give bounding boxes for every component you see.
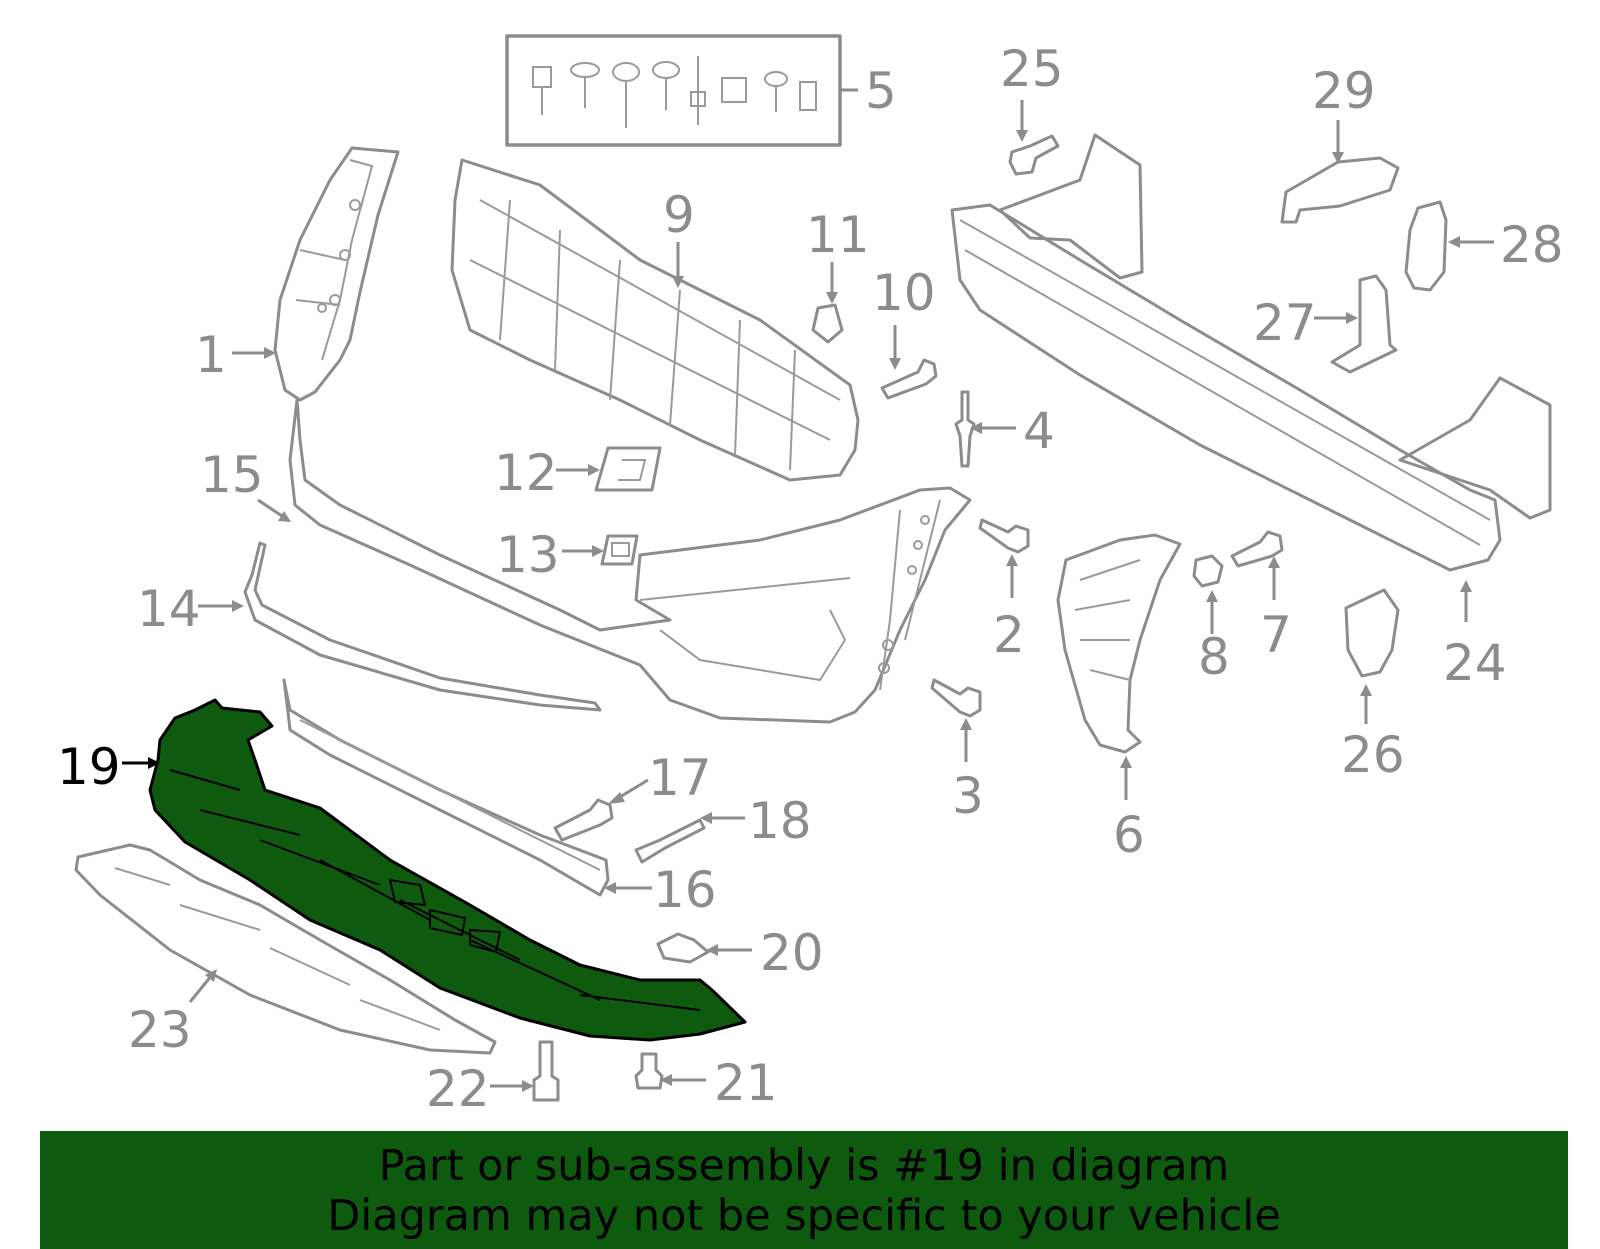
- callout-27: 27: [1253, 294, 1317, 352]
- caption-line-1: Part or sub-assembly is #19 in diagram: [378, 1141, 1230, 1191]
- callout-18: 18: [748, 792, 812, 850]
- part-2-screw: [978, 518, 1030, 554]
- caption-banner: Part or sub-assembly is #19 in diagram D…: [40, 1131, 1568, 1249]
- callout-21: 21: [714, 1054, 778, 1112]
- callout-5: 5: [865, 62, 897, 120]
- callout-3: 3: [952, 767, 984, 825]
- hardware-kit-5: [505, 34, 858, 147]
- callout-17: 17: [648, 749, 712, 807]
- callout-28: 28: [1500, 216, 1564, 274]
- callout-26: 26: [1341, 726, 1405, 784]
- part-6-bracket: [1056, 533, 1182, 754]
- part-4-pin: [954, 390, 976, 468]
- callout-14: 14: [137, 580, 201, 638]
- part-26-cover: [1344, 588, 1400, 678]
- part-14-molding: [243, 541, 602, 712]
- callout-9: 9: [663, 186, 695, 244]
- part-8-nut: [1192, 554, 1224, 588]
- part-24-reinforcement: [950, 133, 1552, 572]
- callout-10: 10: [872, 264, 936, 322]
- part-7-bolt: [1230, 530, 1284, 568]
- part-28-bracket: [1404, 200, 1448, 292]
- callout-19: 19: [57, 738, 121, 796]
- callout-24: 24: [1443, 634, 1507, 692]
- part-18-rivet: [634, 818, 706, 864]
- callout-12: 12: [494, 444, 558, 502]
- callout-8: 8: [1198, 628, 1230, 686]
- part-13-cap: [600, 534, 639, 566]
- part-3-screw: [930, 678, 982, 718]
- callout-13: 13: [496, 526, 560, 584]
- part-12-cover: [594, 446, 662, 492]
- callout-2: 2: [993, 606, 1025, 664]
- callout-6: 6: [1113, 806, 1145, 864]
- callout-7: 7: [1260, 606, 1292, 664]
- callout-22: 22: [426, 1060, 490, 1118]
- callout-11: 11: [806, 206, 870, 264]
- callout-25: 25: [1000, 40, 1064, 98]
- callout-23: 23: [128, 1001, 192, 1059]
- callout-29: 29: [1312, 62, 1376, 120]
- part-22-bolt: [532, 1040, 560, 1102]
- part-19-highlighted: [148, 698, 747, 1042]
- callout-20: 20: [760, 924, 824, 982]
- callout-15: 15: [200, 446, 264, 504]
- part-17-bolt: [553, 798, 614, 842]
- part-9-grille: [450, 158, 860, 482]
- part-29-bracket: [1280, 156, 1400, 224]
- part-25-bolt: [1008, 134, 1060, 176]
- callout-4: 4: [1023, 402, 1055, 460]
- part-23-skid-plate: [74, 843, 497, 1055]
- part-15-bumper-cover: [288, 398, 972, 724]
- part-21-screw: [634, 1052, 664, 1090]
- part-10-bolt: [880, 358, 938, 400]
- part-20-clip: [656, 932, 710, 964]
- part-27-bracket: [1330, 274, 1398, 374]
- callout-16: 16: [653, 861, 717, 919]
- part-11-clip: [811, 303, 844, 344]
- callout-1: 1: [195, 326, 227, 384]
- part-16-lower-strip: [282, 678, 610, 897]
- part-1-bracket: [273, 146, 400, 402]
- caption-line-2: Diagram may not be specific to your vehi…: [327, 1191, 1281, 1241]
